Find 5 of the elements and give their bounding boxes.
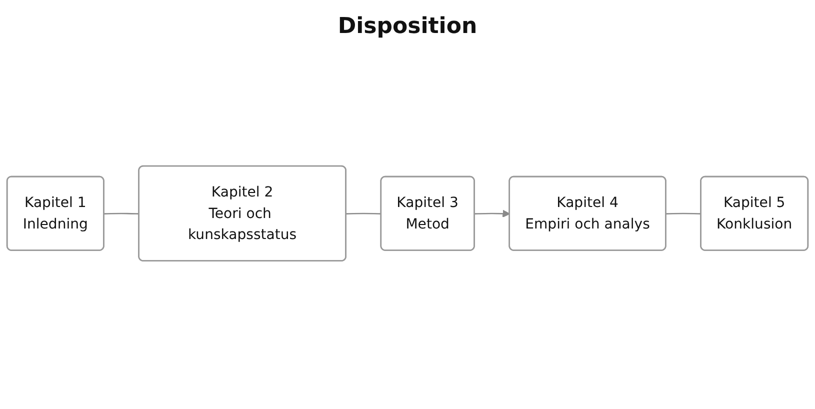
connector bbox=[104, 212, 140, 214]
arrow bbox=[474, 209, 510, 218]
diagram-title: Disposition bbox=[336, 14, 478, 39]
connector bbox=[346, 212, 382, 214]
connector bbox=[666, 212, 702, 214]
